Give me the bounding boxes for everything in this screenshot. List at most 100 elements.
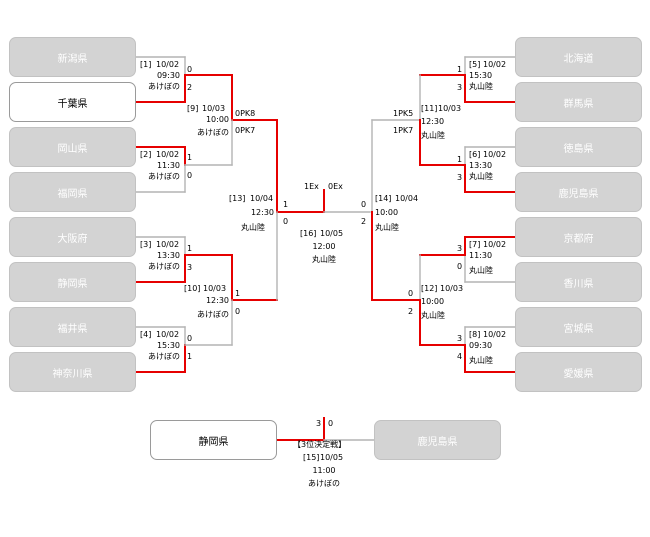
team-kanagawa[interactable]: 神奈川県 [9, 352, 136, 392]
match-3-venue: あけぼの [148, 262, 180, 271]
match-2-venue: あけぼの [148, 172, 180, 181]
match-16-number: [16] [300, 229, 317, 238]
match-13-score-bottom: 0 [283, 217, 289, 226]
match-12-date: 10/03 [440, 284, 464, 293]
match-7-date: 10/02 [483, 240, 507, 249]
match-12-score-top: 0 [408, 289, 414, 298]
match-11-number: [11] [421, 104, 438, 113]
team-gunma[interactable]: 群馬県 [515, 82, 642, 122]
match-9-date: 10/03 [202, 104, 226, 113]
match-1-score-top: 0 [187, 65, 193, 74]
match-7-score-top: 3 [457, 244, 463, 253]
team-third-shizuoka[interactable]: 静岡県 [150, 420, 277, 460]
team-fukui[interactable]: 福井県 [9, 307, 136, 347]
team-kagawa[interactable]: 香川県 [515, 262, 642, 302]
match-12-venue: 丸山陸 [421, 311, 445, 320]
match-15-venue: あけぼの [308, 479, 340, 488]
match-5-score-top: 1 [457, 65, 463, 74]
match-11-venue: 丸山陸 [421, 131, 445, 140]
team-fukuoka[interactable]: 福岡県 [9, 172, 136, 212]
match-4-time: 15:30 [156, 341, 180, 350]
match-10-score-top: 1 [235, 289, 241, 298]
match-11-time: 12:30 [421, 117, 445, 126]
match-11-score-top: 1PK5 [393, 109, 414, 118]
match-4-score-top: 0 [187, 334, 193, 343]
team-osaka[interactable]: 大阪府 [9, 217, 136, 257]
match-8-date: 10/02 [483, 330, 507, 339]
team-kagoshima[interactable]: 鹿児島県 [515, 172, 642, 212]
match-9-venue: あけぼの [197, 128, 229, 137]
match-16-venue: 丸山陸 [312, 255, 336, 264]
match-8-venue: 丸山陸 [469, 356, 493, 365]
match-10-number: [10] [184, 284, 201, 293]
match-12-score-bottom: 2 [408, 307, 414, 316]
match-14-venue: 丸山陸 [375, 223, 399, 232]
match-15-score-left: 3 [316, 419, 322, 428]
match-8-time: 09:30 [469, 341, 493, 350]
match-4-date: 10/02 [156, 330, 180, 339]
match-1-time: 09:30 [156, 71, 180, 80]
match-1-venue: あけぼの [148, 82, 180, 91]
team-niigata[interactable]: 新潟県 [9, 37, 136, 77]
match-3-time: 13:30 [156, 251, 180, 260]
match-7-venue: 丸山陸 [469, 266, 493, 275]
team-hokkaido[interactable]: 北海道 [515, 37, 642, 77]
match-7-number: [7] [469, 240, 481, 249]
team-third-kagoshima[interactable]: 鹿児島県 [374, 420, 501, 460]
match-9-score-top: 0PK8 [235, 109, 256, 118]
team-kyoto[interactable]: 京都府 [515, 217, 642, 257]
team-okayama[interactable]: 岡山県 [9, 127, 136, 167]
match-6-time: 13:30 [469, 161, 493, 170]
match-9-number: [9] [187, 104, 199, 113]
match-10-venue: あけぼの [197, 310, 229, 319]
match-2-number: [2] [140, 150, 152, 159]
match-13-time: 12:30 [250, 208, 274, 217]
match-3-number: [3] [140, 240, 152, 249]
match-9-score-bottom: 0PK7 [235, 126, 256, 135]
match-16-time: 12:00 [312, 242, 336, 251]
match-2-score-bottom: 0 [187, 171, 193, 180]
match-16-date: 10/05 [320, 229, 344, 238]
match-2-time: 11:30 [156, 161, 180, 170]
match-10-time: 12:30 [205, 296, 229, 305]
match-5-time: 15:30 [469, 71, 493, 80]
match-11-score-bottom: 1PK7 [393, 126, 414, 135]
match-13-date: 10/04 [250, 194, 274, 203]
match-3-score-top: 1 [187, 244, 193, 253]
match-8-score-bottom: 4 [457, 352, 463, 361]
match-5-number: [5] [469, 60, 481, 69]
match-4-number: [4] [140, 330, 152, 339]
match-5-venue: 丸山陸 [469, 82, 493, 91]
match-7-time: 11:30 [469, 251, 493, 260]
match-1-date: 10/02 [156, 60, 180, 69]
match-16-score-left: 1Ex [304, 182, 319, 191]
match-4-score-bottom: 1 [187, 352, 193, 361]
match-14-score-top: 0 [361, 200, 367, 209]
team-ehime[interactable]: 愛媛県 [515, 352, 642, 392]
match-5-date: 10/02 [483, 60, 507, 69]
match-10-date: 10/03 [203, 284, 227, 293]
match-2-score-top: 1 [187, 153, 193, 162]
match-15-number: [15] [303, 453, 320, 462]
match-6-date: 10/02 [483, 150, 507, 159]
team-tokushima[interactable]: 徳島県 [515, 127, 642, 167]
match-5-score-bottom: 3 [457, 83, 463, 92]
match-6-score-bottom: 3 [457, 173, 463, 182]
match-12-time: 10:00 [421, 297, 445, 306]
team-shizuoka[interactable]: 静岡県 [9, 262, 136, 302]
match-9-time: 10:00 [205, 115, 229, 124]
match-3-date: 10/02 [156, 240, 180, 249]
match-2-date: 10/02 [156, 150, 180, 159]
match-3-score-bottom: 3 [187, 263, 193, 272]
match-11-date: 10/03 [438, 104, 462, 113]
match-13-number: [13] [229, 194, 246, 203]
team-miyagi[interactable]: 宮城県 [515, 307, 642, 347]
match-14-time: 10:00 [375, 208, 399, 217]
team-chiba[interactable]: 千葉県 [9, 82, 136, 122]
match-6-number: [6] [469, 150, 481, 159]
match-15-date: 10/05 [320, 453, 344, 462]
match-8-number: [8] [469, 330, 481, 339]
match-16-score-right: 0Ex [328, 182, 343, 191]
